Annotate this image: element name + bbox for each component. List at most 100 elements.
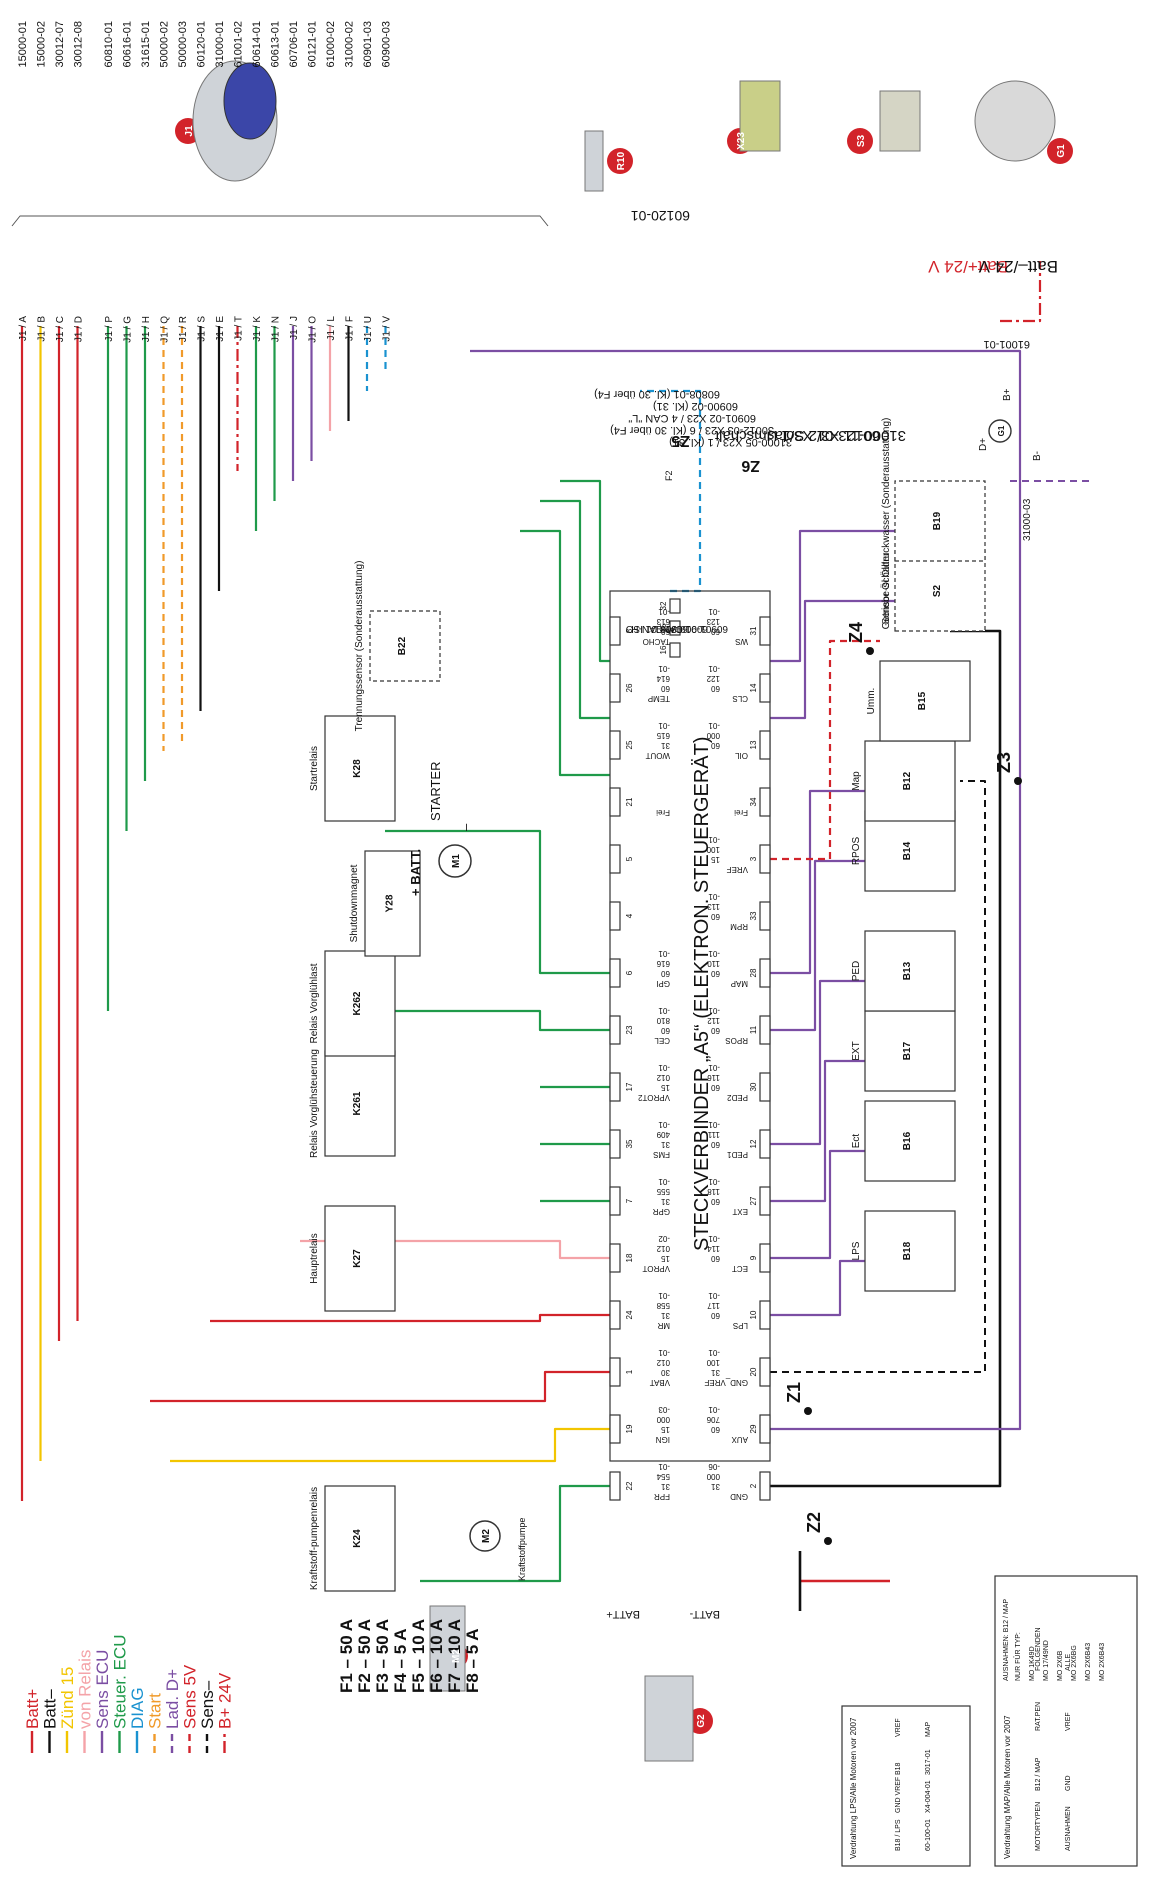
ecu-pin-number: 17 [625,1082,634,1091]
ecu-pin-top [609,673,621,703]
ecu-pin-number: 5 [625,856,634,861]
j1-wire-code: 15000-02 [36,21,48,68]
relay-id: K27 [352,1249,363,1268]
j1-wire-code: 60616-01 [122,21,134,68]
sensor-label: Sensor Öl Öldruckwasser (Sonderausstattu… [880,418,892,625]
z5-label: Z5 [671,432,690,449]
ecu-pin-number: 1 [625,1369,634,1374]
fuse-f2: F2 [664,470,674,481]
ecu-pin-number: 26 [625,683,634,692]
ecu-pin-code: 60 [711,627,720,636]
inset-label: MO 1K49D [1029,1646,1036,1681]
sensor-label: LPS [851,1241,862,1260]
sensor-label: Map [851,771,862,791]
ecu-pin-top [609,1300,621,1330]
ecu-pin-code: -01 [708,721,720,730]
inset-label: MO 2X6B [1057,1650,1064,1681]
ecu-pin-code: -01 [658,1462,670,1471]
j1-wire-code: 60121-01 [307,21,319,68]
r10-photo [584,130,604,192]
ecu-pin-name: IGN [656,1435,670,1444]
sensor-box [864,930,956,1012]
sensor-id: B13 [902,961,913,980]
ecu-pin-number: 24 [625,1310,634,1319]
ecu-pin-number: 25 [625,740,634,749]
starter-batt-label: + BATT. [408,849,423,896]
relay-label: Kraftstoff-pumpenrelais [309,1487,320,1590]
wire-fpr [420,1484,610,1583]
ecu-pin-name: VPROT2 [637,1093,670,1102]
legend-label: B+ 24V [216,1672,235,1729]
inset-lps-box [841,1705,971,1867]
ecu-pin-code: 113 [707,902,720,911]
ecu-pin-number: 4 [625,913,634,918]
inset-label: B18 / LPS [895,1819,902,1851]
can-pin-number: 15 [659,623,668,632]
ecu-pin-top [609,1015,621,1045]
j1-wire-code: 60120-01 [196,21,208,68]
batt-plus-label: Batt+/24 V [927,257,1008,276]
ecu-pin-number: 6 [625,970,634,975]
ecu-pin-bottom [759,1243,771,1273]
j1-pin-label: J1 / Q [160,316,171,343]
j1-wire-code: 50000-03 [177,21,189,68]
ecu-pin-number: 35 [625,1139,634,1148]
relay-box [324,950,396,1057]
inset-label: 60-100-01 [925,1819,932,1851]
ecu-pin-top [609,1072,621,1102]
j1-pin-label: J1 / C [55,316,66,342]
ecu-pin-name: RPM [730,922,748,931]
ecu-pin-code: -01 [658,1063,670,1072]
ecu-pin-code: 012 [656,1244,670,1253]
sensor-id: B12 [902,771,913,790]
sensor-id: B18 [902,1241,913,1260]
g1-bplus: B+ [1002,388,1013,401]
ecu-pin-number: 22 [625,1481,634,1490]
ecu-pin-code: 558 [656,1301,670,1310]
ecu-pin-bottom [759,844,771,874]
inset-label: FOLGENDEN [1035,1627,1042,1671]
callout-label: J1 [184,125,195,137]
callout-badge [607,148,633,174]
ecu-pin-code: 112 [707,1016,720,1025]
s3-photo [879,90,921,152]
ecu-pin-code: -01 [708,1291,720,1300]
ecu-pin-code: 31 [661,1311,670,1320]
ecu-pin-code: -01 [708,892,720,901]
ecu-pin-name: VPROT [642,1264,670,1273]
wire-ped1 [770,979,865,1146]
ecu-pin-name: FPR [654,1492,670,1501]
component-layer [175,60,1138,1867]
legend-label: Sens 5V [181,1664,200,1729]
ecu-pin-code: 60 [711,684,720,693]
sensor-id: B15 [917,691,928,710]
legend-label: Sens– [198,1680,217,1729]
relay-id: K24 [352,1529,363,1548]
ecu-pin-top [609,1186,621,1216]
relay-id: Y28 [385,894,396,912]
g1-photo [974,80,1056,162]
ecu-pin-code: 614 [656,674,670,683]
ecu-pin-code: 123 [706,617,720,626]
x23-line: 60900-02 (Kl. 31) [653,400,738,412]
ecu-pin-number: 30 [749,1082,758,1091]
inset-label: B18 [895,1762,902,1775]
j1-pin-label: J1 / L [326,316,337,341]
ecu-pin-name: MAP [731,979,748,988]
code-label: 31000-03 [1022,498,1033,541]
j1-pin-label: J1 / G [123,316,134,343]
g1-dplus: D+ [978,438,989,451]
ecu-pin-bottom [759,730,771,760]
node-label: Z1 [784,1382,804,1403]
ecu-pin-bottom [759,1471,771,1501]
j1-wire-code: 60901-03 [362,21,374,68]
ecu-pin-number: 27 [749,1196,758,1205]
inset-label: AUSNAHMEN [1065,1806,1072,1851]
callout-badge [847,128,873,154]
j1-wire-code: 30012-08 [73,21,85,68]
wire-rpos [770,859,865,1032]
ecu-pin-code: 31 [661,1140,670,1149]
j1-pin-label: J1 / R [178,316,189,342]
ecu-pin-name: TACHO [643,637,670,646]
ecu-pin-code: 110 [707,959,720,968]
